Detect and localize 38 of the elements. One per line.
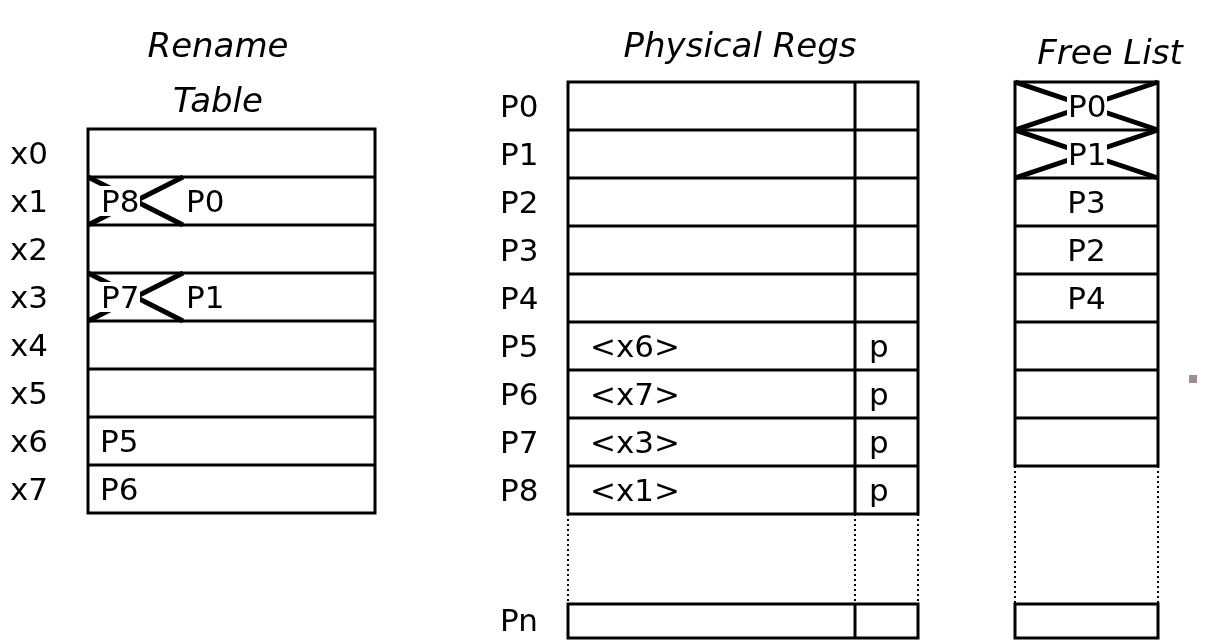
register-label: Pn <box>500 601 538 640</box>
register-label: P7 <box>500 423 539 462</box>
register-entry: P6 <box>100 470 139 509</box>
table-title: Free List <box>1036 31 1185 74</box>
table-title: Physical Regs <box>622 24 858 67</box>
register-entry: p <box>869 471 889 510</box>
register-label: P2 <box>500 183 539 222</box>
register-label: P1 <box>500 135 539 174</box>
register-label: P8 <box>500 471 539 510</box>
register-label: P6 <box>500 375 539 414</box>
register-entry: <x7> <box>590 375 681 414</box>
register-label: x7 <box>10 470 49 509</box>
register-label: P5 <box>500 327 539 366</box>
register-label: P3 <box>500 231 539 270</box>
crossed-out-entry: P8 <box>100 186 141 216</box>
register-entry: P0 <box>186 182 225 221</box>
register-label: x3 <box>10 278 49 317</box>
register-entry: P2 <box>1066 231 1107 270</box>
register-entry: P5 <box>100 422 139 461</box>
register-entry: p <box>869 327 889 366</box>
register-label: x4 <box>10 326 49 365</box>
register-label: P0 <box>500 87 539 126</box>
register-label: x1 <box>10 182 49 221</box>
register-label: P4 <box>500 279 539 318</box>
register-entry: P1 <box>186 278 225 317</box>
register-entry: <x6> <box>590 327 681 366</box>
register-entry: p <box>869 423 889 462</box>
register-entry: P4 <box>1066 279 1107 318</box>
register-label: x0 <box>10 134 49 173</box>
register-entry: <x1> <box>590 471 681 510</box>
register-entry: P3 <box>1066 183 1107 222</box>
register-label: x6 <box>10 422 49 461</box>
table-title: Rename Table <box>146 24 290 122</box>
register-entry: <x3> <box>590 423 681 462</box>
register-label: x2 <box>10 230 49 269</box>
crossed-out-entry: P7 <box>100 282 141 312</box>
register-entry: p <box>869 375 889 414</box>
register-label: x5 <box>10 374 49 413</box>
